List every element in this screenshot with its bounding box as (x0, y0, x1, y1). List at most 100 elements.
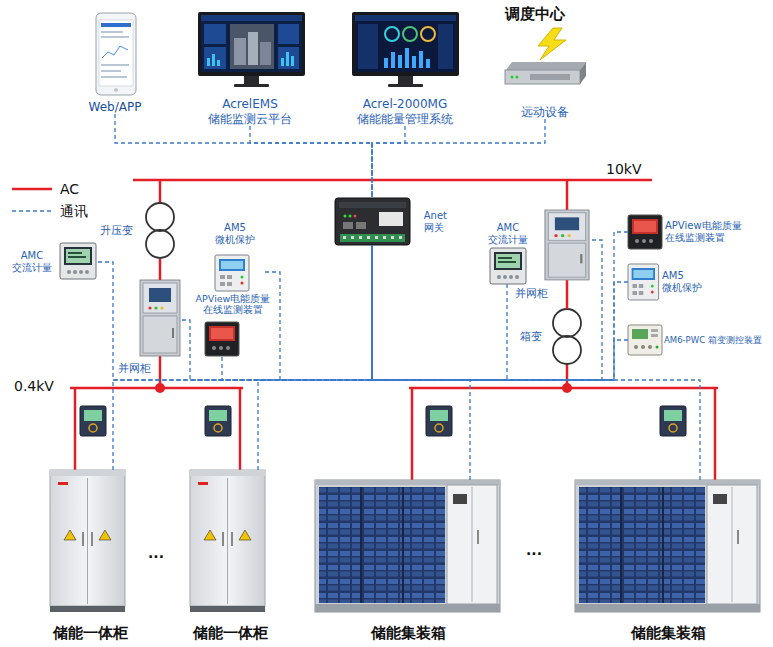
feeder-meter-icon (84, 410, 102, 421)
gateway-icon (354, 215, 357, 218)
comm-connector (372, 245, 470, 480)
monitor-icon (204, 47, 226, 69)
relay-icon (220, 282, 225, 286)
storage-container-icon (315, 480, 500, 612)
label-group: AMC交流计量 (12, 250, 52, 274)
gateway-icon (356, 222, 366, 229)
node-label: 储能一体柜 (53, 624, 128, 642)
grid-cabinet-icon (548, 243, 585, 277)
storage-cabinet-icon (222, 532, 224, 546)
node-label: AM5 (662, 270, 702, 282)
power-quality-icon (649, 239, 653, 243)
gateway-icon (344, 215, 347, 218)
feeder-meter-icon (214, 424, 222, 432)
phone-icon (101, 76, 127, 78)
controller-icon (656, 346, 659, 349)
storage-container-icon (575, 480, 760, 612)
server-icon (580, 62, 586, 84)
label-group: 储能集装箱 (371, 624, 446, 642)
storage-cabinet: 储能一体柜 (185, 470, 275, 642)
comm-connector (372, 245, 628, 380)
storage-container-icon (575, 604, 760, 612)
controller-icon (648, 345, 652, 349)
storage-cabinet-icon (190, 470, 265, 612)
storage-container-icon (620, 487, 622, 603)
lightning-symbol (538, 28, 566, 60)
monitor-icon (388, 84, 423, 87)
feeder-meter-icon (669, 424, 677, 432)
voltage-label: 0.4kV (14, 378, 54, 395)
grid-cabinet: 并网柜 (118, 280, 182, 375)
transformer-symbol (553, 309, 581, 337)
transformer-symbol (146, 203, 581, 364)
monitor-icon (421, 27, 435, 41)
transformer-symbol (146, 230, 174, 258)
power-quality-monitor: APView电能质量 在线监测装置 (193, 293, 273, 357)
label-group: 并网柜 (118, 362, 151, 375)
relay-icon (227, 275, 232, 279)
ac-meter-icon (60, 243, 96, 279)
monitor-icon (355, 15, 456, 72)
ac-meter-icon (509, 275, 513, 279)
ac-meter-icon (490, 248, 526, 284)
storage-container-icon (315, 480, 500, 612)
feeder-meter-icon (664, 410, 682, 421)
node-label: 交流计量 (12, 262, 52, 274)
gateway-icon (367, 236, 370, 239)
grid-cabinet-icon (548, 213, 585, 241)
storage-cabinet-icon (190, 470, 265, 606)
grid-cabinet-icon (554, 234, 558, 237)
gateway-icon (391, 236, 394, 239)
step-up-transformer: 升压变 (100, 203, 176, 259)
gateway-icon (351, 236, 354, 239)
ac-meter: AMC交流计量 (12, 240, 98, 284)
legend-row: AC (12, 181, 79, 198)
ac-meter-icon (60, 243, 96, 279)
monitor-icon (278, 24, 299, 44)
comm-connector (372, 245, 628, 380)
voltage-label: 10kV (606, 161, 642, 178)
monitor-icon (398, 76, 413, 84)
storage-container-icon (360, 487, 362, 603)
relay-icon (639, 284, 644, 288)
storage-cabinet-icon (99, 530, 111, 540)
node-label: 并网柜 (118, 362, 151, 375)
storage-container-icon (732, 487, 733, 602)
phone-icon (101, 70, 121, 72)
grid-cabinet-icon (580, 254, 582, 263)
monitor-icon (405, 48, 409, 68)
ac-wire (714, 388, 717, 480)
storage-container-icon (575, 480, 760, 485)
monitor-icon (281, 58, 284, 66)
monitor-icon (419, 51, 423, 68)
server-icon (505, 62, 586, 84)
controller-icon (634, 345, 638, 349)
cloud-platform: AcrelEMS储能监测云平台 (185, 10, 315, 126)
ac-meter-icon (515, 275, 519, 279)
feeder-meter-icon (80, 406, 106, 436)
ac-line-sample (12, 188, 52, 191)
controller-icon (628, 325, 662, 355)
ac-meter-icon (496, 254, 520, 268)
ac-wire (70, 180, 718, 480)
relay-icon (632, 268, 655, 280)
phone-icon (101, 31, 123, 33)
monitor-icon (278, 47, 299, 69)
ac-meter-icon (498, 261, 516, 263)
comm-connector (372, 245, 700, 480)
phone-icon (96, 13, 136, 95)
phone-icon (101, 64, 129, 66)
label-group: Acrel-2000MG储能能量管理系统 (357, 97, 453, 126)
storage-container-icon (472, 487, 473, 602)
gateway-icon (335, 198, 410, 245)
ac-meter-icon (497, 275, 501, 279)
storage-cabinet-icon (91, 532, 93, 546)
storage-container-icon (447, 485, 497, 604)
ac-meter-icon (498, 257, 512, 259)
feeder-meter-icon (209, 410, 227, 421)
label-group: 储能一体柜 (193, 624, 268, 642)
controller-icon (632, 329, 648, 339)
ac-wire (74, 388, 77, 470)
controller-icon (651, 329, 658, 332)
monitor-icon (207, 58, 210, 66)
